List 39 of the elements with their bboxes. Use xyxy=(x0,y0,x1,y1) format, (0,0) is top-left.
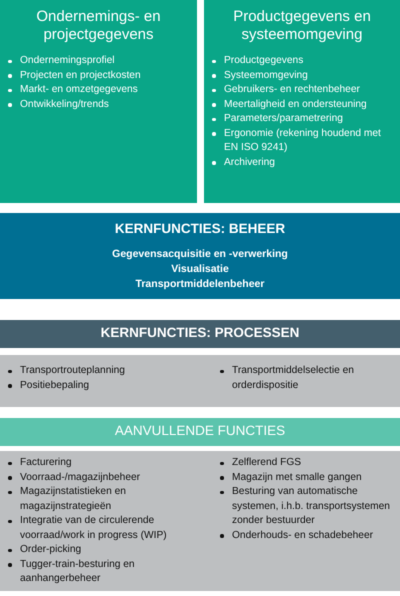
list-item: Transportmiddelselectie en orderdispositie xyxy=(232,365,354,390)
panel xyxy=(0,213,400,299)
list-item: Parameters/parametrering xyxy=(224,113,343,124)
list-item: Positiebepaling xyxy=(20,380,90,390)
list-item: Voorraad-/magazijnbeheer xyxy=(20,472,140,482)
list-item: Productgegevens xyxy=(224,55,304,66)
list-item: Markt- en omzetgegevens xyxy=(20,84,138,95)
panel xyxy=(0,418,400,446)
list-item: Projecten en projectkosten xyxy=(20,70,141,80)
list-item: Gebruikers- en rechtenbeheer xyxy=(224,84,360,95)
panel-heading: KERNFUNCTIES: BEHEER xyxy=(114,221,286,238)
list-item: Magazijn met smalle gangen xyxy=(232,472,362,482)
list-item: Facturering xyxy=(20,457,72,468)
panel-heading: Productgegevens en systeemomgeving xyxy=(232,8,372,44)
list-item: Order-picking xyxy=(20,544,82,555)
panel xyxy=(0,0,197,203)
list-item: Besturing van automatische systemen, i.h.b. transportsystemen zonder bestuurder xyxy=(232,486,390,526)
function-text: Visualisatie xyxy=(170,262,230,278)
list-item: Systeemomgeving xyxy=(224,70,308,80)
function-text: Transportmiddelenbeheer xyxy=(134,277,266,292)
panel xyxy=(0,355,400,407)
list-item: Archivering xyxy=(224,156,275,168)
list-item: Transportrouteplanning xyxy=(20,365,125,376)
list-item: Ondernemingsprofiel xyxy=(20,55,115,66)
list-item: Meertaligheid en ondersteuning xyxy=(224,98,367,110)
list-item: Onderhouds- en schadebeheer xyxy=(232,530,374,540)
panel xyxy=(0,451,400,591)
function-text: Gegevensacquisitie en -verwerking xyxy=(111,247,289,262)
panel-heading: AANVULLENDE FUNCTIES xyxy=(114,423,286,440)
panel-heading: Ondernemings- en projectgegevens xyxy=(35,8,162,44)
list-item: Zelflerend FGS xyxy=(232,457,302,468)
panel xyxy=(0,320,400,348)
list-item: Tugger-train-besturing en aanhangerbeheer xyxy=(20,558,135,584)
list-item: Ontwikkeling/trends xyxy=(20,98,109,110)
list-item: Ergonomie (rekening houdend met EN ISO 9241) xyxy=(224,128,381,153)
list-item: Integratie van de circulerende voorraad/work in progress (WIP) xyxy=(20,515,167,540)
panel-heading: KERNFUNCTIES: PROCESSEN xyxy=(100,325,300,342)
panel xyxy=(204,0,400,203)
list-item: Magazijnstatistieken en magazijnstrategieën xyxy=(20,486,126,512)
